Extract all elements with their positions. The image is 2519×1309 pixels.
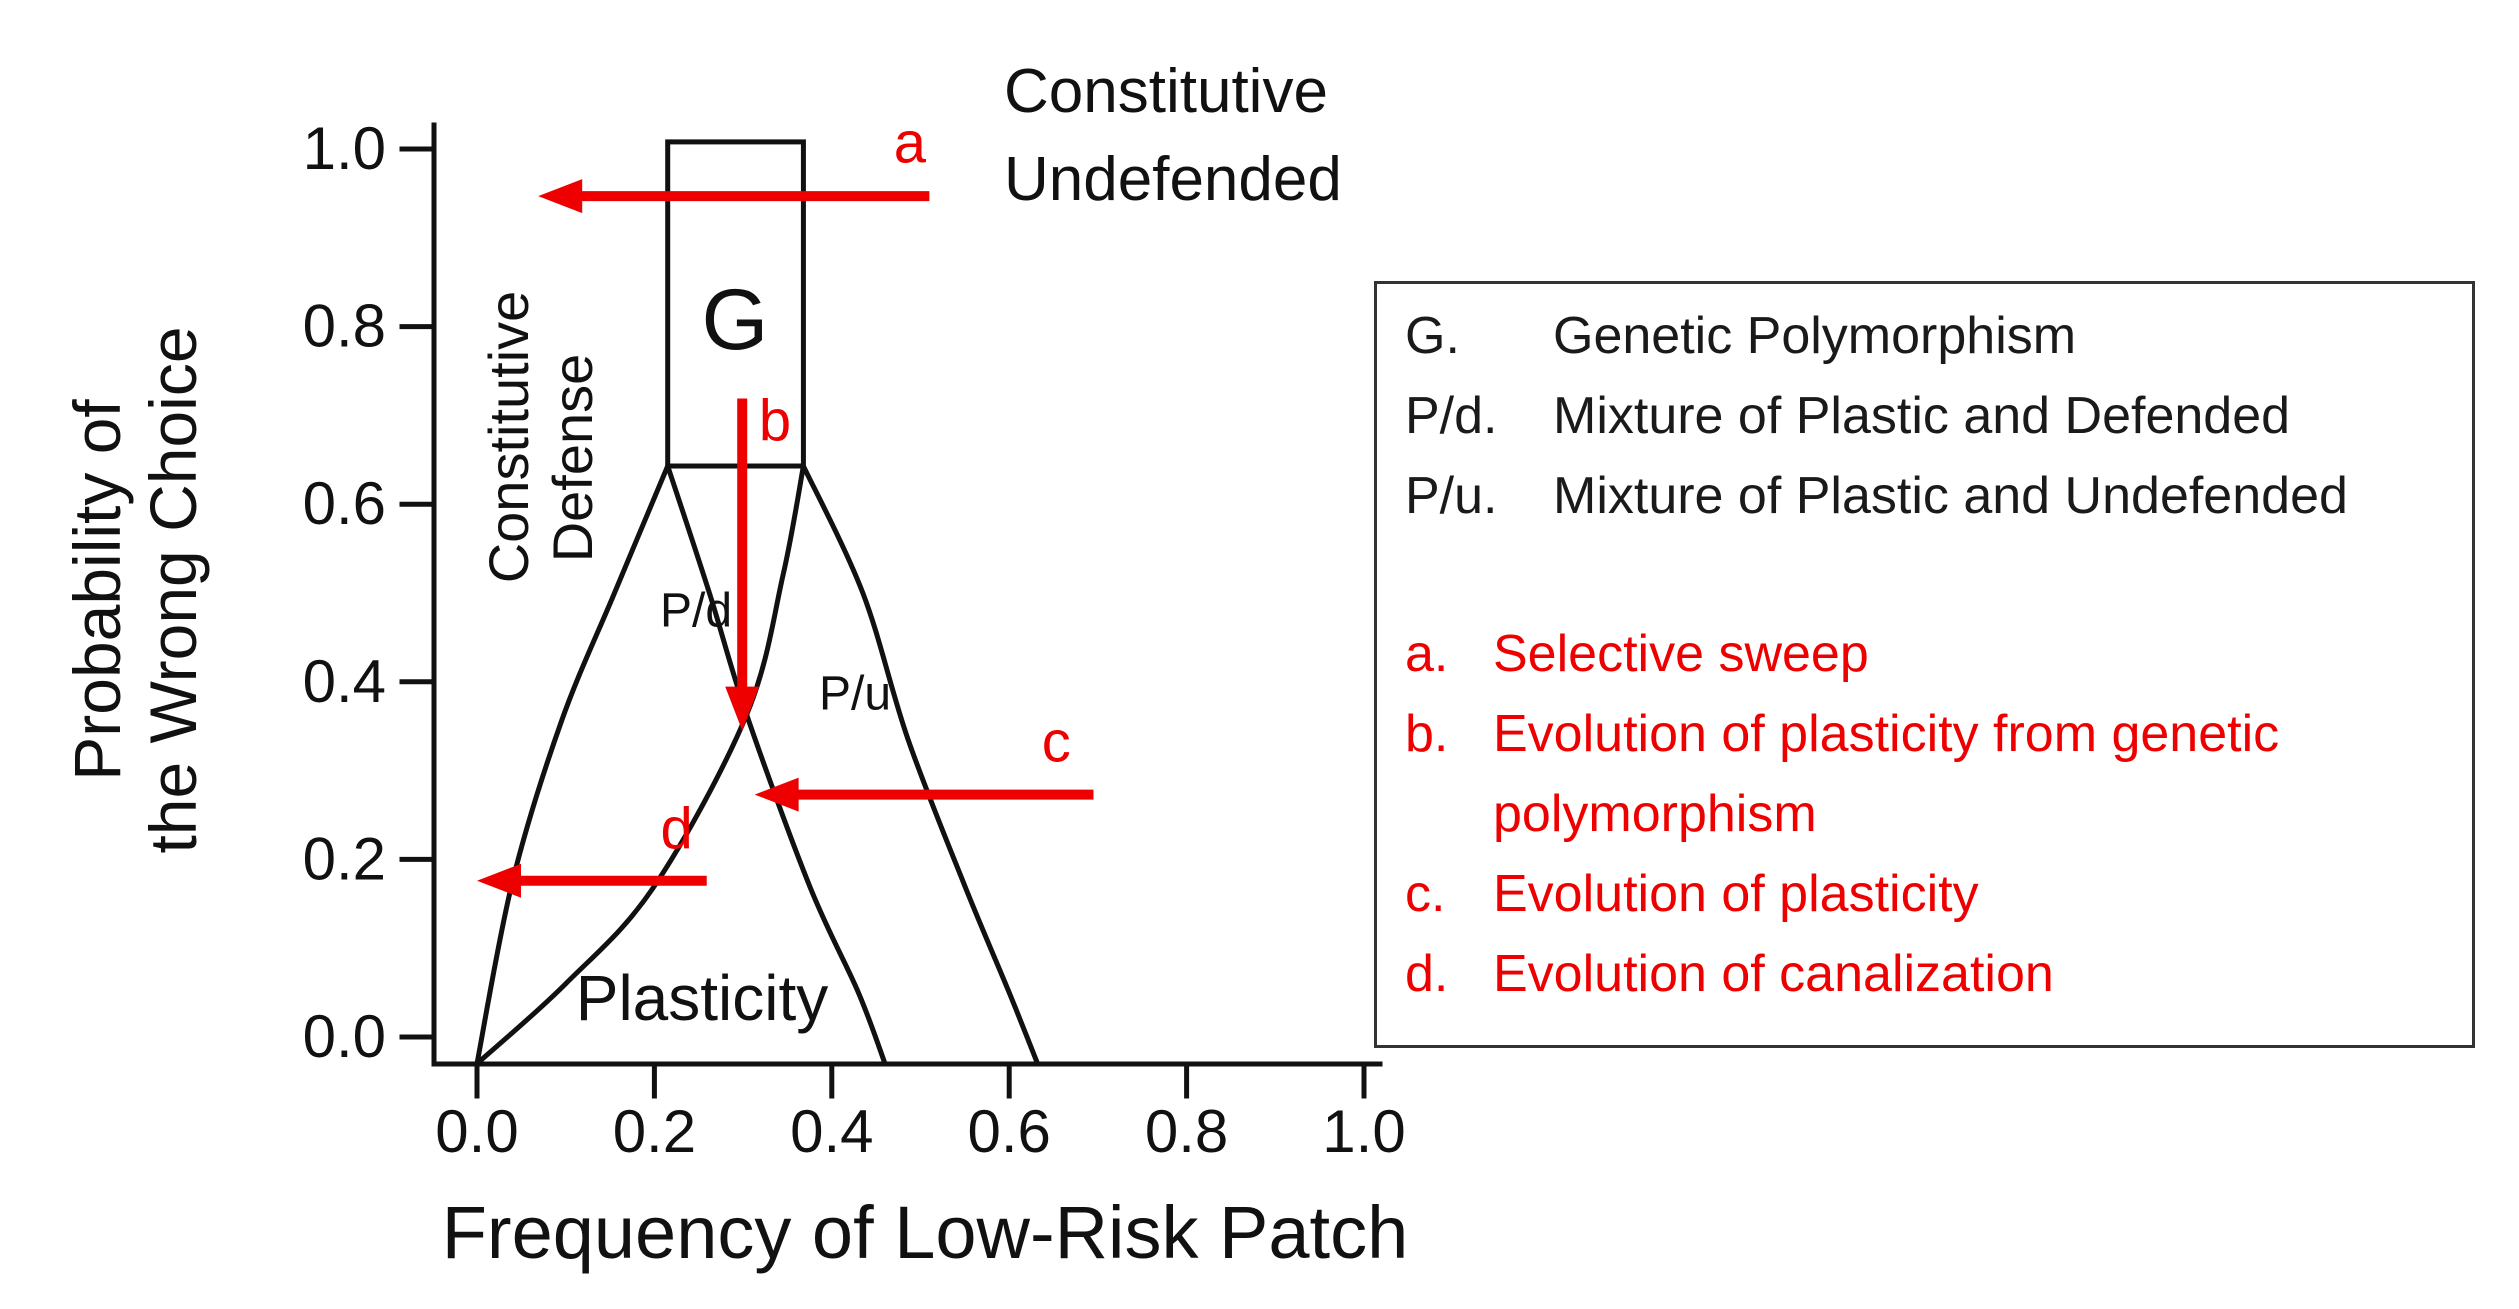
legend-text: Mixture of Plastic and Undefended	[1553, 467, 2348, 525]
legend-process-list: a. Selective sweep b. Evolution of plast…	[1405, 614, 2444, 1014]
x-tick-label: 0.8	[1145, 1098, 1228, 1165]
legend-item-b: b. Evolution of plasticity from genetic …	[1405, 694, 2444, 854]
arrow-head-a	[538, 179, 583, 214]
legend-text: Evolution of plasticity from genetic pol…	[1493, 694, 2444, 854]
legend-key: a.	[1405, 625, 1449, 683]
y-tick-label: 0.8	[303, 293, 386, 360]
legend-text: Evolution of plasticity	[1493, 865, 1979, 923]
x-axis-ticks: 0.0 0.2 0.4 0.6 0.8 1.0	[435, 1061, 1406, 1165]
legend-item-a: a. Selective sweep	[1405, 614, 2444, 694]
arrow-label-c: c	[1042, 710, 1071, 775]
boundary-curves	[474, 139, 1041, 1067]
transition-arrows: a b c d	[477, 110, 1094, 898]
constitutive-defense-boundary	[474, 463, 671, 1067]
y-tick-label: 0.6	[303, 470, 386, 537]
x-tick-label: 0.6	[967, 1098, 1050, 1165]
genetic-polymorphism-box	[665, 139, 806, 469]
region-label-constitutive-undefended-line2: Undefended	[1004, 145, 1342, 214]
x-tick-label: 0.0	[435, 1098, 518, 1165]
x-tick-label: 1.0	[1322, 1098, 1405, 1165]
y-axis-title-line2: the Wrong Choice	[136, 326, 210, 853]
region-label-plastic-defended: P/d	[660, 585, 732, 638]
arrow-head-b	[725, 686, 760, 731]
legend-text: Mixture of Plastic and Defended	[1553, 387, 2291, 445]
legend-text: Genetic Polymorphism	[1553, 307, 2077, 365]
y-axis-title-line1: Probability of	[60, 399, 134, 781]
legend-item-d: d. Evolution of canalization	[1405, 934, 2444, 1014]
y-tick-label: 0.2	[303, 825, 386, 892]
x-axis-title: Frequency of Low-Risk Patch	[442, 1191, 1409, 1274]
y-axis-ticks: 0.0 0.2 0.4 0.6 0.8 1.0	[303, 115, 437, 1070]
legend-item-pd: P/d. Mixture of Plastic and Defended	[1405, 376, 2444, 456]
legend-key: c.	[1405, 865, 1446, 923]
legend-box: G. Genetic Polymorphism P/d. Mixture of …	[1374, 281, 2475, 1048]
legend-item-pu: P/u. Mixture of Plastic and Undefended	[1405, 456, 2444, 536]
x-tick-label: 0.2	[613, 1098, 696, 1165]
legend-key: d.	[1405, 945, 1449, 1003]
legend-key: P/d.	[1405, 387, 1498, 445]
arrow-label-b: b	[759, 388, 791, 453]
region-label-constitutive-undefended-line1: Constitutive	[1004, 57, 1328, 126]
legend-text: Selective sweep	[1493, 625, 1869, 683]
arrow-head-c	[754, 777, 799, 812]
legend-key: b.	[1405, 705, 1449, 763]
region-label-constitutive-defense-line2: Defense	[541, 354, 604, 563]
x-tick-label: 0.4	[790, 1098, 873, 1165]
legend-item-c: c. Evolution of plasticity	[1405, 854, 2444, 934]
y-tick-label: 0.0	[303, 1003, 386, 1070]
arrow-head-d	[477, 863, 521, 898]
legend-text: Evolution of canalization	[1493, 945, 2054, 1003]
legend-key: G.	[1405, 307, 1460, 365]
pu-undefended-boundary	[800, 463, 1041, 1067]
legend-text-line1: Evolution of plasticity from genetic	[1493, 705, 2280, 763]
y-tick-label: 0.4	[303, 648, 386, 715]
plasticity-pu-boundary	[665, 463, 888, 1067]
pd-plasticity-boundary	[474, 463, 806, 1067]
legend-key: P/u.	[1405, 467, 1498, 525]
legend-item-g: G. Genetic Polymorphism	[1405, 296, 2444, 376]
region-label-plasticity: Plasticity	[576, 962, 829, 1034]
region-label-constitutive-defense-line1: Constitutive	[477, 291, 540, 584]
region-label-plastic-undefended: P/u	[819, 668, 891, 721]
y-tick-label: 1.0	[303, 115, 386, 182]
region-label-genetic-polymorphism: G	[702, 272, 769, 368]
arrow-label-d: d	[660, 797, 692, 862]
legend-text-line2: polymorphism	[1493, 785, 1817, 843]
arrow-label-a: a	[894, 110, 927, 175]
